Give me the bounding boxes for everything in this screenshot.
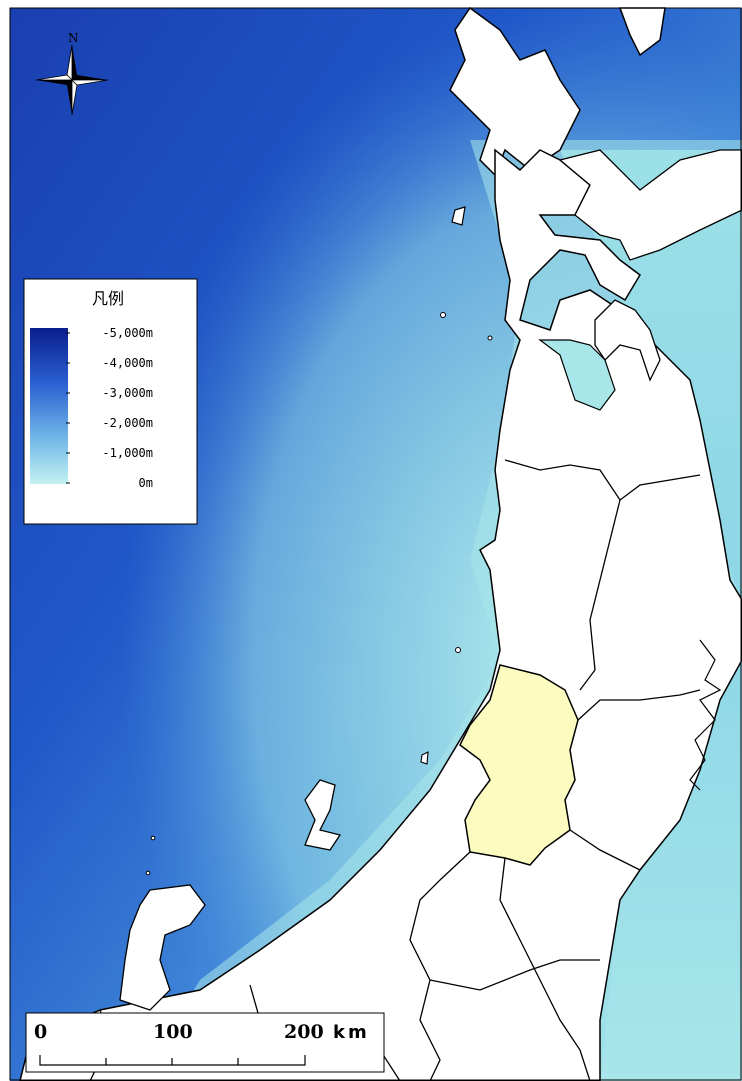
- depth-legend: 凡例 -5,000m -4,000m -3,000m -2,000m -1,000m 0m: [23, 278, 198, 525]
- legend-item-label: -3,000m: [102, 386, 153, 400]
- legend-gradient-bar: [30, 328, 68, 484]
- sanriku-coast: [689, 639, 722, 791]
- scale-bar-line: [39, 1055, 306, 1066]
- legend-title: 凡例: [92, 289, 124, 308]
- island-okushiri: [451, 206, 466, 226]
- island-small-3: [150, 835, 156, 841]
- island-awashima: [420, 751, 429, 765]
- scale-tick-0: 0: [34, 1021, 47, 1043]
- legend-item-label: -5,000m: [102, 326, 153, 340]
- legend-item-label: -2,000m: [102, 416, 153, 430]
- legend-item-label: -1,000m: [102, 446, 153, 460]
- hokkaido-peninsula: [449, 6, 581, 177]
- legend-item-label: 0m: [139, 476, 153, 490]
- compass-north-label: N: [68, 31, 79, 45]
- scale-tick-200: 200: [284, 1021, 324, 1043]
- island-tobishima: [455, 647, 461, 653]
- island-small-1: [440, 312, 446, 318]
- yamagata-prefecture: [459, 664, 579, 866]
- island-small-2: [487, 335, 493, 341]
- tohoku-mainland: [19, 148, 742, 1081]
- scale-unit: km: [333, 1022, 370, 1043]
- mutsu-bay: [538, 339, 616, 411]
- noto-peninsula: [119, 884, 206, 1011]
- legend-item-label: -4,000m: [102, 356, 153, 370]
- map-frame: [9, 7, 742, 1081]
- north-arrow-compass-rose: N: [35, 31, 109, 116]
- island-small-4: [145, 870, 151, 876]
- hokkaido-southwest: [558, 149, 742, 261]
- scale-tick-100: 100: [153, 1021, 193, 1043]
- scale-bar: 0 100 200 km: [25, 1012, 385, 1073]
- shimokita-peninsula: [594, 299, 661, 382]
- sado-island: [304, 779, 342, 851]
